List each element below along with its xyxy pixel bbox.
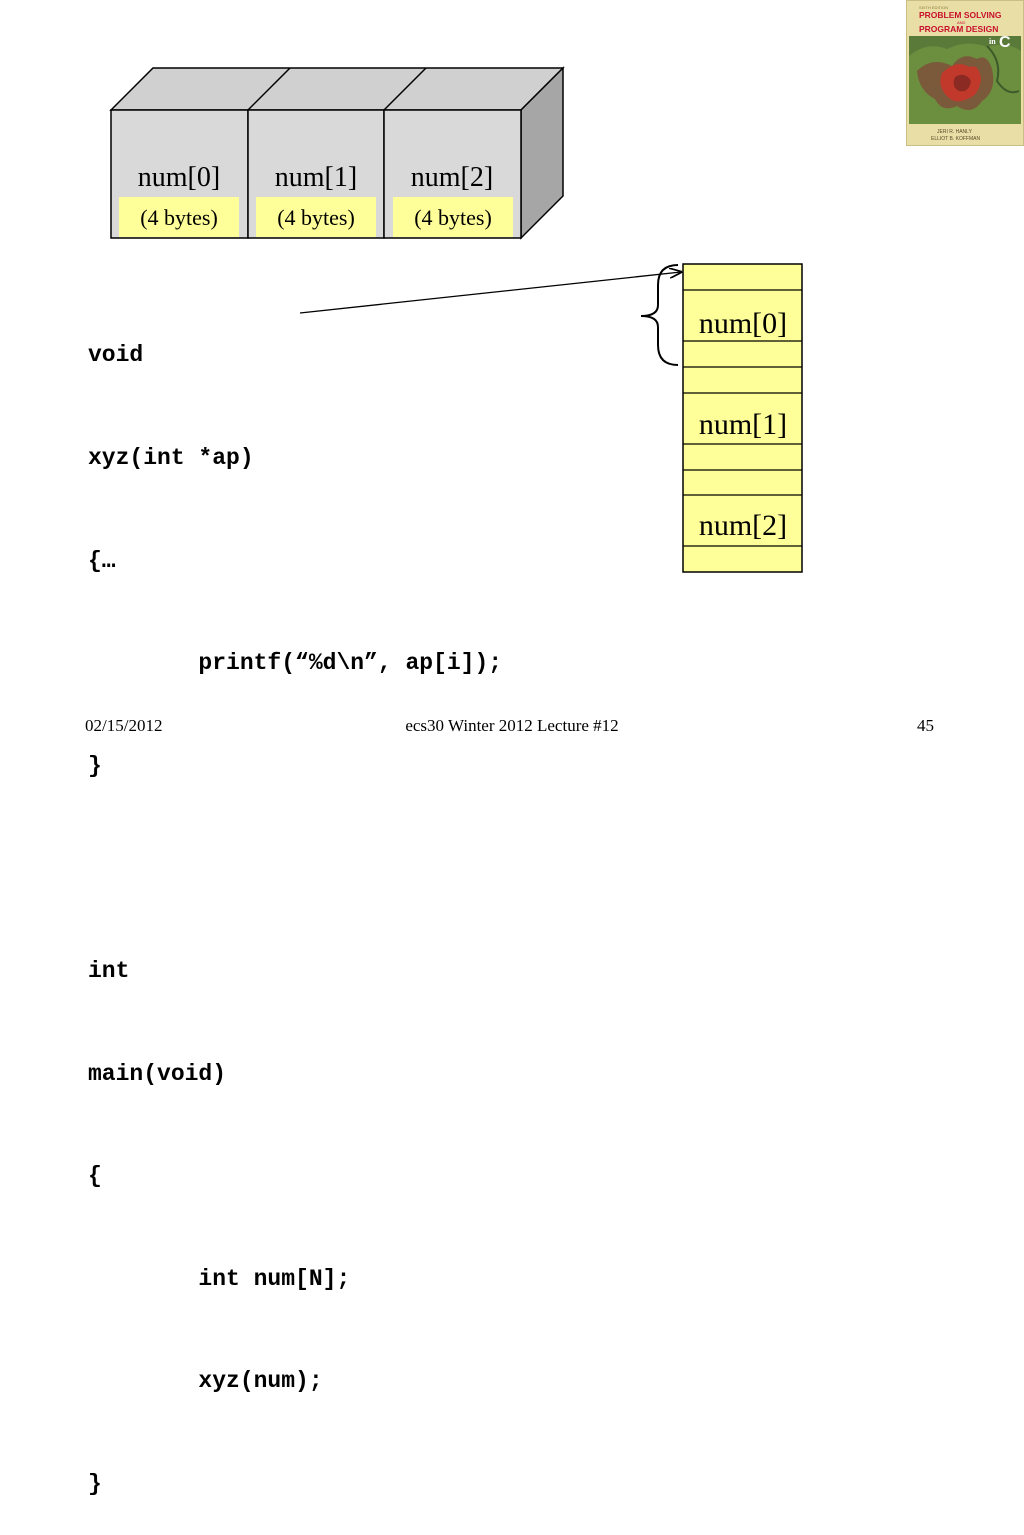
code-line: {…	[88, 547, 116, 574]
book-author-2: ELLIOT B. KOFFMAN	[931, 136, 980, 142]
book-edition: SIXTH EDITION	[919, 5, 948, 10]
code-line: xyz(int *ap)	[88, 445, 254, 471]
code-line: printf(“%d\n”, ap[i]);	[88, 650, 503, 677]
stack-label-2: num[2]	[699, 509, 787, 542]
footer-date: 02/15/2012	[85, 716, 163, 735]
memory-diagram: num[0] num[1] num[2] (4 bytes) (4 bytes)…	[109, 66, 803, 573]
book-author-1: JERI R. HANLY	[937, 129, 973, 135]
code-line	[88, 851, 502, 885]
block-size-1: (4 bytes)	[277, 205, 355, 230]
block-label-1: num[1]	[275, 162, 357, 193]
block-size-2: (4 bytes)	[414, 205, 492, 230]
block-size-0: (4 bytes)	[140, 205, 218, 230]
size-box-0	[119, 197, 239, 237]
book-title-2: PROGRAM DESIGN	[919, 24, 998, 34]
curly-brace	[640, 264, 679, 366]
code-line: }	[88, 1470, 102, 1497]
block-label-0: num[0]	[138, 162, 220, 193]
code-line: {	[88, 1163, 102, 1190]
book-title-and: AND	[957, 20, 966, 25]
book-title-in: in	[989, 37, 996, 46]
code-line: xyz(num);	[88, 1368, 323, 1395]
size-box-1	[256, 197, 376, 237]
book-cover-art: SIXTH EDITION PROBLEM SOLVING AND PROGRA…	[907, 1, 1023, 145]
book-cover-image: SIXTH EDITION PROBLEM SOLVING AND PROGRA…	[906, 0, 1024, 146]
code-line: int num[N];	[88, 1265, 351, 1292]
blocks-top-face	[109, 67, 565, 111]
book-title-c: C	[999, 34, 1011, 51]
stack-label-1: num[1]	[699, 408, 787, 441]
stack-label-0: num[0]	[699, 307, 787, 340]
code-line: void	[88, 342, 144, 369]
size-box-2	[393, 197, 513, 237]
book-title-1: PROBLEM SOLVING	[919, 10, 1002, 20]
array-blocks: num[0] num[1] num[2] (4 bytes) (4 bytes)…	[109, 66, 565, 240]
block-label-2: num[2]	[411, 162, 493, 193]
footer-page-number: 45	[917, 716, 934, 735]
memory-stack: num[0] num[1] num[2]	[682, 263, 803, 573]
pointer-arrow	[299, 272, 681, 314]
code-listing: void xyz(int *ap) {… printf(“%d\n”, ap[i…	[88, 270, 502, 1535]
code-line: main(void)	[88, 1060, 227, 1087]
footer-course: ecs30 Winter 2012 Lecture #12	[405, 716, 619, 735]
code-line: int	[88, 957, 130, 984]
memory-stack-frame	[682, 263, 803, 573]
code-line: }	[88, 752, 102, 779]
